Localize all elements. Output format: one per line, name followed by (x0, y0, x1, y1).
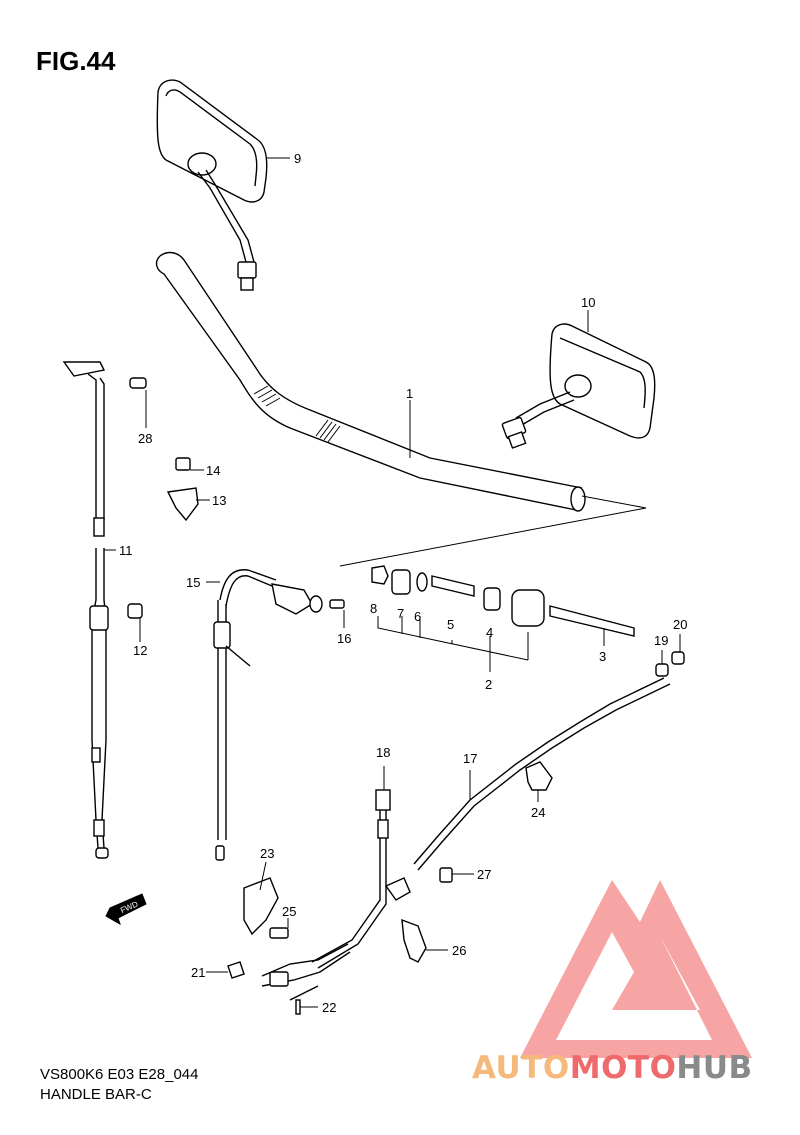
watermark-text: AUTOMOTOHUB (472, 1050, 753, 1086)
handlebar (155, 251, 647, 567)
callout-13: 13 (212, 493, 226, 508)
callout-5: 5 (447, 617, 454, 632)
callout-3: 3 (599, 649, 606, 664)
cable-adjuster-parts (655, 634, 685, 677)
knurl-band-right (315, 419, 341, 443)
callout-10: 10 (581, 295, 595, 310)
mirror-left (156, 79, 268, 291)
lower-cable-fittings (227, 861, 453, 1015)
callout-12: 12 (133, 643, 147, 658)
callout-14: 14 (206, 463, 220, 478)
mirror-right (501, 323, 656, 449)
callout-23: 23 (260, 846, 274, 861)
callout-20: 20 (673, 617, 687, 632)
watermark-part-auto: AUTO (472, 1050, 570, 1086)
fwd-arrow-icon: FWD (105, 893, 147, 926)
callout-27: 27 (477, 867, 491, 882)
callout-9: 9 (294, 151, 301, 166)
throttle-cable (413, 677, 671, 871)
callout-28: 28 (138, 431, 152, 446)
grip-weight-set (371, 565, 635, 670)
callout-21: 21 (191, 965, 205, 980)
watermark-part-moto: MOTO (569, 1050, 677, 1086)
callout-17: 17 (463, 751, 477, 766)
figure-name: HANDLE BAR-C (40, 1086, 152, 1103)
callout-15: 15 (186, 575, 200, 590)
small-fasteners (127, 377, 199, 619)
left-cable (62, 361, 109, 859)
callout-7: 7 (397, 606, 404, 621)
watermark-logo-icon (520, 880, 752, 1058)
callout-22: 22 (322, 1000, 336, 1015)
callout-11: 11 (119, 543, 133, 558)
callout-6: 6 (414, 609, 421, 624)
watermark-part-hub: HUB (676, 1050, 753, 1086)
callout-8: 8 (370, 601, 377, 616)
callout-25: 25 (282, 904, 296, 919)
callout-19: 19 (654, 633, 668, 648)
figure-code: VS800K6 E03 E28_044 (40, 1066, 199, 1083)
callout-16: 16 (337, 631, 351, 646)
callout-4: 4 (486, 625, 493, 640)
callout-2: 2 (485, 677, 492, 692)
callouts: 1 2 3 4 5 6 7 8 9 10 11 12 13 14 15 16 1… (104, 151, 687, 1015)
figure-title: FIG.44 (36, 46, 116, 76)
clutch-cable (311, 766, 391, 969)
right-switch-cable (213, 569, 345, 861)
knurl-band-left (253, 385, 281, 407)
callout-24: 24 (531, 805, 545, 820)
callout-26: 26 (452, 943, 466, 958)
callout-1: 1 (406, 386, 413, 401)
callout-18: 18 (376, 745, 390, 760)
